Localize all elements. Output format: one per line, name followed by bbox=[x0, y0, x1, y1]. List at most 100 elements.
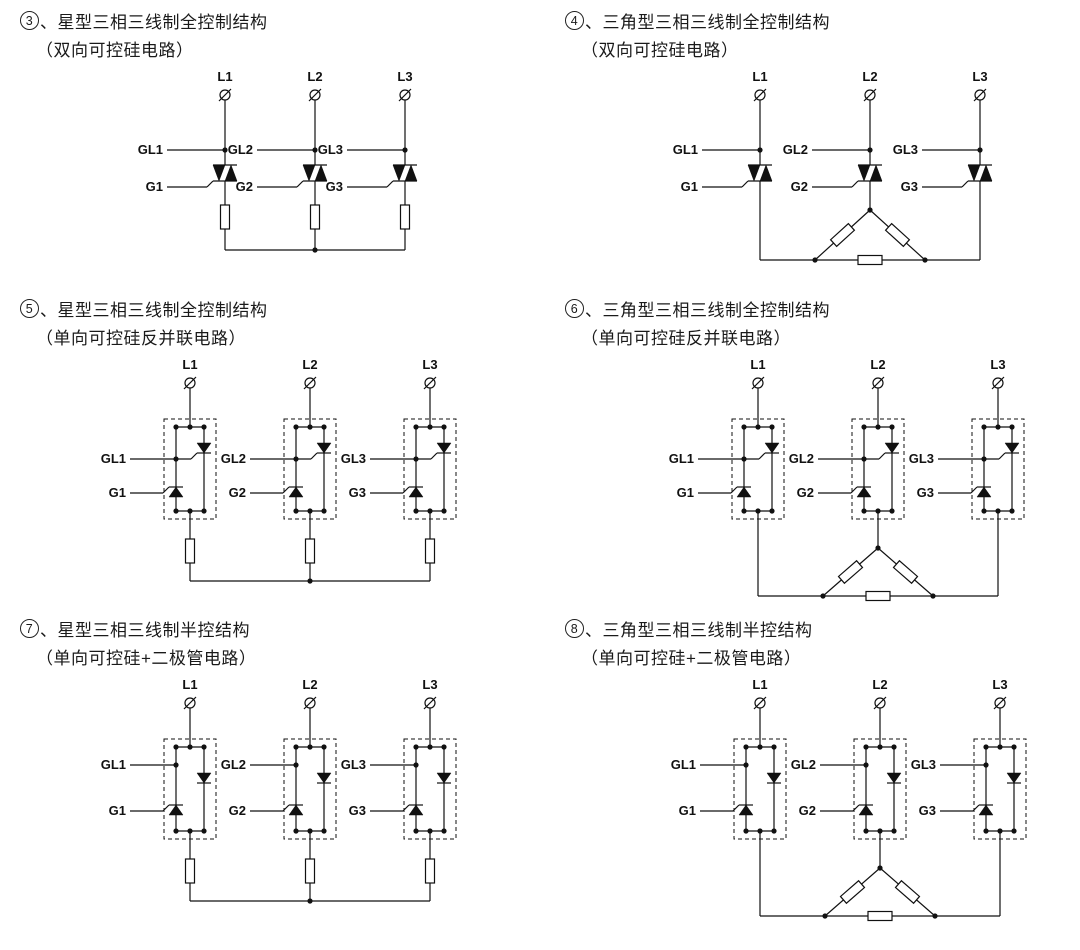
gate-label: G2 bbox=[229, 803, 246, 818]
scr-symbol bbox=[976, 486, 992, 498]
resistor bbox=[837, 559, 864, 585]
triac-symbol bbox=[224, 164, 238, 182]
phase-label: L1 bbox=[217, 69, 232, 84]
junction-dot bbox=[867, 147, 873, 153]
module-box bbox=[403, 738, 457, 840]
junction-dot bbox=[307, 744, 313, 750]
junction-dot bbox=[771, 828, 777, 834]
triac-symbol bbox=[967, 164, 981, 182]
gate-line-label: GL1 bbox=[138, 142, 163, 157]
circled-number: 8 bbox=[565, 619, 584, 638]
junction-dot bbox=[307, 898, 313, 904]
gate-line-label: GL2 bbox=[228, 142, 253, 157]
gate-line-label: GL3 bbox=[893, 142, 918, 157]
junction-dot bbox=[173, 762, 179, 768]
panel-subtitle: （单向可控硅反并联电路） bbox=[581, 329, 791, 348]
junction-dot bbox=[755, 424, 761, 430]
triac-symbol bbox=[212, 164, 226, 182]
star-network bbox=[184, 511, 436, 584]
junction-dot bbox=[312, 147, 318, 153]
junction-dot bbox=[757, 744, 763, 750]
junction-dot bbox=[977, 147, 983, 153]
junction-dot bbox=[321, 828, 327, 834]
triac-symbol bbox=[392, 164, 406, 182]
module-box bbox=[733, 738, 787, 840]
junction-dot bbox=[889, 508, 895, 514]
panel-title-text: 、星型三相三线制半控结构 bbox=[40, 621, 250, 640]
circled-number: 3 bbox=[20, 11, 39, 30]
resistor bbox=[884, 222, 911, 248]
resistor bbox=[867, 910, 893, 922]
gate-line-label: GL2 bbox=[791, 757, 816, 772]
scr-symbol bbox=[288, 804, 304, 816]
gate-line-label: GL3 bbox=[911, 757, 936, 772]
junction-dot bbox=[173, 828, 179, 834]
circled-number: 4 bbox=[565, 11, 584, 30]
gate-label: G3 bbox=[919, 803, 936, 818]
gate-line-label: GL3 bbox=[318, 142, 343, 157]
panel-title: 6 、三角型三相三线制全控制结构 bbox=[565, 296, 1080, 321]
junction-dot bbox=[173, 508, 179, 514]
junction-dot bbox=[441, 508, 447, 514]
junction-dot bbox=[402, 147, 408, 153]
junction-dot bbox=[293, 456, 299, 462]
junction-dot bbox=[413, 508, 419, 514]
phase-label: L3 bbox=[990, 357, 1005, 372]
junction-dot bbox=[861, 456, 867, 462]
scr-symbol bbox=[168, 486, 184, 498]
junction-dot bbox=[321, 508, 327, 514]
junction-dot bbox=[981, 456, 987, 462]
junction-dot bbox=[820, 593, 826, 599]
phase-label: L3 bbox=[992, 677, 1007, 692]
scr-symbol bbox=[1004, 442, 1020, 454]
module-box bbox=[851, 418, 905, 520]
gate-label: G3 bbox=[349, 485, 366, 500]
phase-label: L2 bbox=[302, 357, 317, 372]
resistor bbox=[184, 538, 196, 564]
triac-symbol bbox=[404, 164, 418, 182]
scr-symbol bbox=[408, 804, 424, 816]
resistor bbox=[857, 254, 883, 266]
phase-label: L1 bbox=[750, 357, 765, 372]
junction-dot bbox=[983, 828, 989, 834]
scr-symbol bbox=[196, 442, 212, 454]
phase-label: L1 bbox=[182, 357, 197, 372]
panel-subtitle: （单向可控硅+二极管电路） bbox=[581, 649, 802, 668]
triac-symbol bbox=[979, 164, 993, 182]
phase-label: L1 bbox=[752, 69, 767, 84]
phase-label: L3 bbox=[397, 69, 412, 84]
resistor bbox=[894, 879, 921, 905]
module-box bbox=[403, 418, 457, 520]
resistor bbox=[184, 858, 196, 884]
junction-dot bbox=[875, 424, 881, 430]
module-box bbox=[283, 738, 337, 840]
module-box bbox=[163, 738, 217, 840]
junction-dot bbox=[427, 424, 433, 430]
gate-line-label: GL1 bbox=[673, 142, 698, 157]
panel-title: 3 、星型三相三线制全控制结构 bbox=[20, 8, 560, 33]
junction-dot bbox=[875, 508, 881, 514]
junction-dot bbox=[441, 828, 447, 834]
phase-label: L3 bbox=[422, 357, 437, 372]
junction-dot bbox=[307, 578, 313, 584]
phase-label: L1 bbox=[752, 677, 767, 692]
junction-dot bbox=[293, 762, 299, 768]
resistor bbox=[892, 559, 919, 585]
gate-label: G3 bbox=[917, 485, 934, 500]
gate-line-label: GL1 bbox=[669, 451, 694, 466]
gate-line-label: GL1 bbox=[671, 757, 696, 772]
module-box bbox=[163, 418, 217, 520]
gate-line-label: GL1 bbox=[101, 757, 126, 772]
